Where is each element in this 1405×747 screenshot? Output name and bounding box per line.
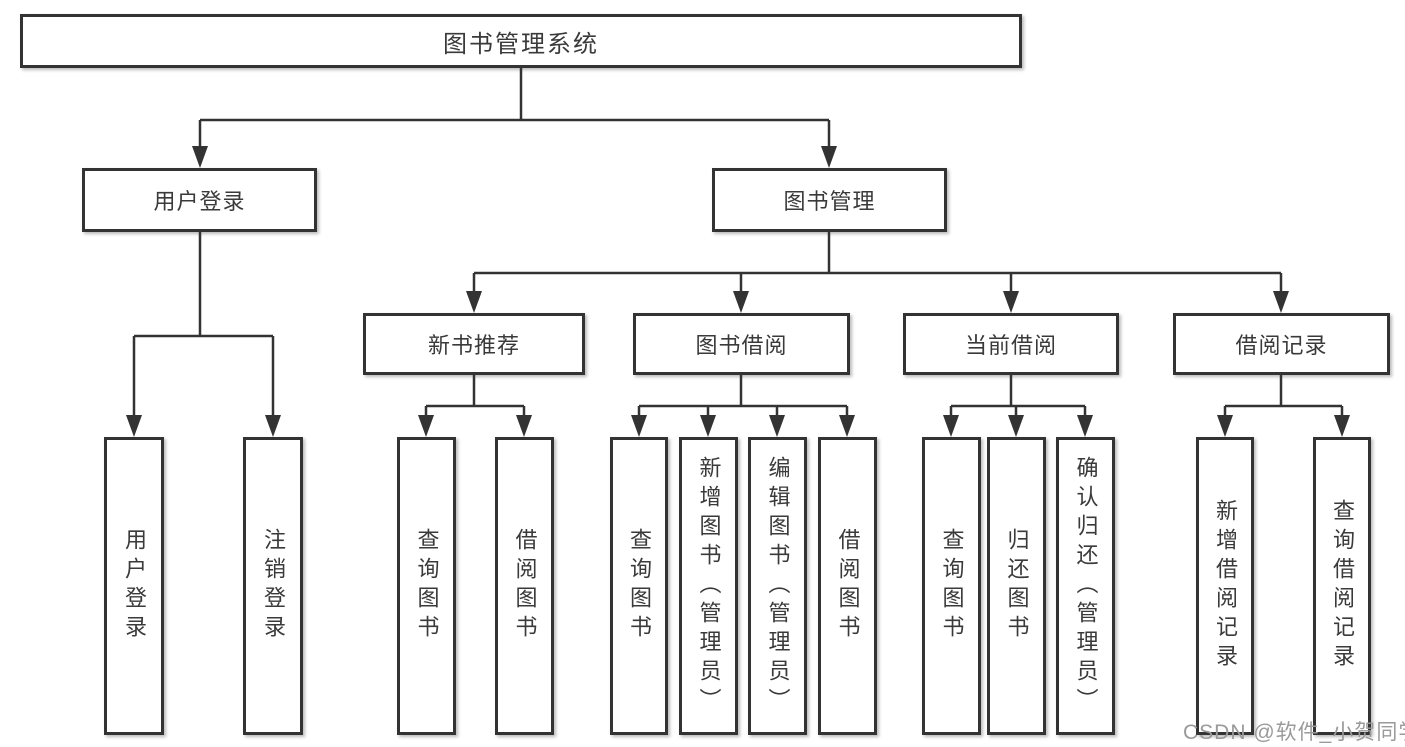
- node-label: 新增借阅记录: [1213, 499, 1238, 673]
- node-label: 图书借阅: [695, 333, 788, 358]
- node-label: 借阅图书: [835, 528, 861, 644]
- node-label: 查询图书: [939, 528, 965, 644]
- arrowheads: [126, 146, 1350, 437]
- leaf-borrow-books-borrow: 借阅图书: [818, 437, 877, 735]
- node-label: 新书推荐: [427, 333, 520, 358]
- node-user-login: 用户登录: [82, 168, 317, 232]
- node-label: 确认归还（管理员）: [1073, 455, 1099, 717]
- leaf-borrow-books-recommend: 借阅图书: [495, 437, 554, 735]
- node-borrowing-records: 借阅记录: [1173, 313, 1390, 375]
- node-label: 查询借阅记录: [1330, 499, 1355, 673]
- node-current-borrowing: 当前借阅: [903, 313, 1119, 375]
- node-label: 用户登录: [122, 528, 147, 644]
- leaf-confirm-return-admin: 确认归还（管理员）: [1056, 437, 1115, 735]
- node-new-book-recommendation: 新书推荐: [363, 313, 585, 375]
- leaf-return-books: 归还图书: [987, 437, 1046, 735]
- node-label: 图书管理: [783, 189, 876, 214]
- node-label: 查询图书: [414, 528, 440, 644]
- node-label: 图书管理系统: [443, 30, 599, 58]
- leaf-edit-books-admin: 编辑图书（管理员）: [748, 437, 807, 735]
- node-book-management: 图书管理: [712, 168, 947, 232]
- node-library-management-system: 图书管理系统: [20, 14, 1022, 68]
- node-label: 编辑图书（管理员）: [765, 455, 791, 717]
- node-label: 借阅图书: [512, 528, 538, 644]
- leaf-add-borrow-record: 新增借阅记录: [1196, 437, 1254, 735]
- node-label: 归还图书: [1004, 528, 1030, 644]
- leaf-query-borrow-record: 查询借阅记录: [1313, 437, 1371, 735]
- leaf-user-login: 用户登录: [104, 437, 164, 735]
- leaf-query-books-borrow: 查询图书: [610, 437, 668, 735]
- node-label: 用户登录: [153, 189, 246, 214]
- node-book-borrowing: 图书借阅: [633, 313, 850, 375]
- leaf-add-books-admin: 新增图书（管理员）: [679, 437, 738, 735]
- node-label: 当前借阅: [964, 333, 1057, 358]
- node-label: 新增图书（管理员）: [696, 455, 722, 717]
- csdn-watermark: CSDN @软件_小贺同学: [1183, 721, 1405, 744]
- leaf-logout-login: 注销登录: [243, 437, 303, 735]
- node-label: 借阅记录: [1235, 333, 1328, 358]
- node-label: 查询图书: [627, 528, 652, 644]
- leaf-query-books-current: 查询图书: [922, 437, 981, 735]
- leaf-query-books-recommend: 查询图书: [397, 437, 456, 735]
- node-label: 注销登录: [261, 528, 286, 644]
